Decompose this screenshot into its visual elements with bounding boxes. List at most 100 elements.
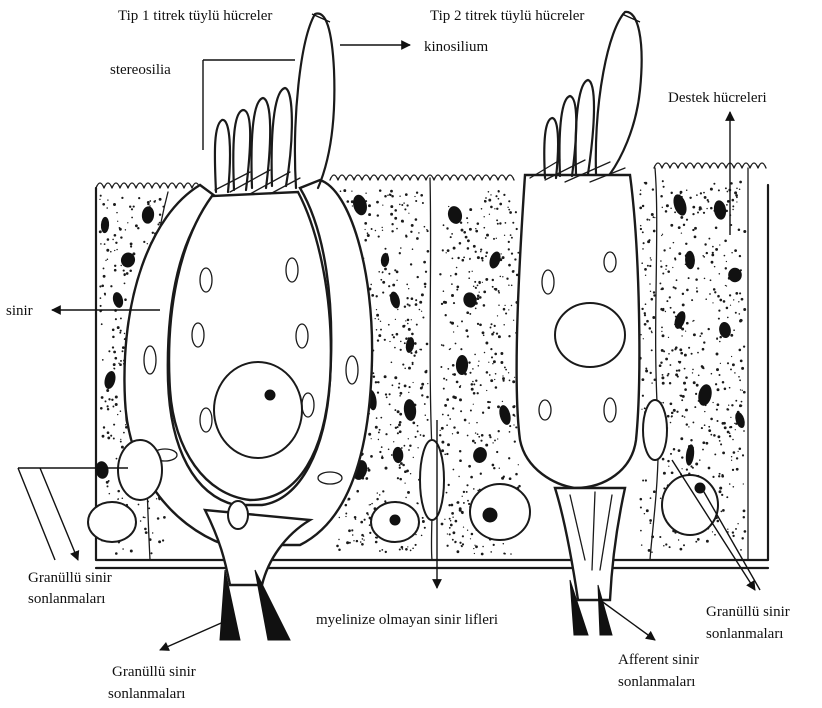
granule-dot (663, 308, 664, 309)
granule-dot (710, 188, 713, 191)
granule-dot (730, 417, 731, 418)
granule-dot (120, 317, 122, 319)
granule-dot (450, 524, 453, 527)
granule-dot (661, 287, 664, 290)
granule-dot (396, 280, 397, 281)
granule-dot (691, 299, 693, 301)
granule-dot (654, 379, 657, 382)
granule-dot (718, 318, 720, 320)
granule-dot (377, 339, 379, 341)
granule-dot (371, 228, 373, 230)
granule-dot (508, 264, 511, 267)
granule-dot (480, 440, 482, 442)
granule-dot (739, 292, 741, 294)
granule-dot (416, 324, 418, 326)
granule-dot (669, 247, 671, 249)
granule-dot (509, 477, 512, 480)
granule-dot (490, 206, 493, 209)
granule-dot (675, 346, 678, 349)
granule-dot (127, 222, 128, 223)
granule-dot (738, 228, 741, 231)
granule-dot (646, 320, 649, 323)
granule-dot (640, 498, 643, 501)
granule-dot (717, 420, 719, 422)
granule-dot (117, 414, 118, 415)
granule-dot (427, 419, 429, 421)
granule-dot (653, 230, 656, 233)
granule-dot (345, 513, 347, 515)
granule-dot (365, 477, 368, 480)
granule-dot (665, 358, 668, 361)
granule-dot (512, 222, 514, 224)
granule-dot (681, 232, 682, 233)
granule-dot (640, 225, 642, 227)
granule-dot (452, 531, 455, 534)
granule-dot (710, 207, 713, 210)
granule-dot (444, 453, 446, 455)
granule-dot (424, 283, 427, 286)
granule-dot (451, 322, 454, 325)
granule-dot (391, 334, 393, 336)
granule-dot (741, 405, 742, 406)
granule-dot (378, 431, 380, 433)
granule-dot (719, 299, 722, 302)
granule-dot (382, 271, 384, 273)
granule-dot (503, 194, 505, 196)
granule-dot (508, 372, 509, 373)
granule-dot (686, 219, 688, 221)
granule-dot (473, 245, 476, 248)
granule-dot (405, 337, 408, 340)
granule-dot (478, 436, 480, 438)
granule-dot (461, 512, 463, 514)
granule-dot (424, 286, 426, 288)
type1-nucleus (214, 362, 302, 458)
granule-dot (654, 217, 655, 218)
granule-dot (399, 413, 402, 416)
granule-dot (659, 536, 661, 538)
granule-dot (388, 273, 390, 275)
granule-dot (117, 326, 120, 329)
granule-dot (118, 363, 119, 364)
granule-dot (642, 395, 644, 397)
granule-dot (415, 544, 417, 546)
granule-dot (639, 207, 642, 210)
granule-dot (499, 222, 501, 224)
granule-dot (452, 516, 453, 517)
granule-dot (713, 183, 715, 185)
granule-dot (458, 476, 459, 477)
granule-dot (420, 349, 422, 351)
granule-dot (486, 234, 489, 237)
granule-dot (694, 406, 696, 408)
granule-dot (460, 348, 462, 350)
granule-dot (514, 440, 516, 442)
granule-dot (452, 539, 454, 541)
granule-dot (722, 381, 725, 384)
granule-dot (447, 414, 449, 416)
granule-dot (338, 539, 339, 540)
granule-dot (449, 418, 451, 420)
granule-dot (411, 319, 412, 320)
granule-dot (381, 456, 384, 459)
granule-dot (676, 370, 678, 372)
granule-dot (670, 224, 673, 227)
granule-dot (124, 333, 125, 334)
granule-dot (690, 439, 692, 441)
granule-dot (729, 483, 731, 485)
granule-dot (696, 384, 699, 387)
granule-dot (453, 373, 456, 376)
supporting-cell-nucleus (456, 355, 469, 375)
granule-dot (738, 376, 740, 378)
supporting-cell-nucleus (351, 193, 369, 216)
granule-dot (467, 530, 468, 531)
granule-dot (646, 219, 648, 221)
granule-dot (400, 462, 403, 465)
supporting-cell-nucleus (696, 383, 713, 407)
granule-dot (649, 265, 651, 267)
granule-dot (473, 286, 475, 288)
granule-dot (502, 401, 503, 402)
granule-dot (650, 497, 652, 499)
granule-dot (130, 243, 133, 246)
granule-dot (467, 239, 470, 242)
granule-dot (730, 426, 732, 428)
